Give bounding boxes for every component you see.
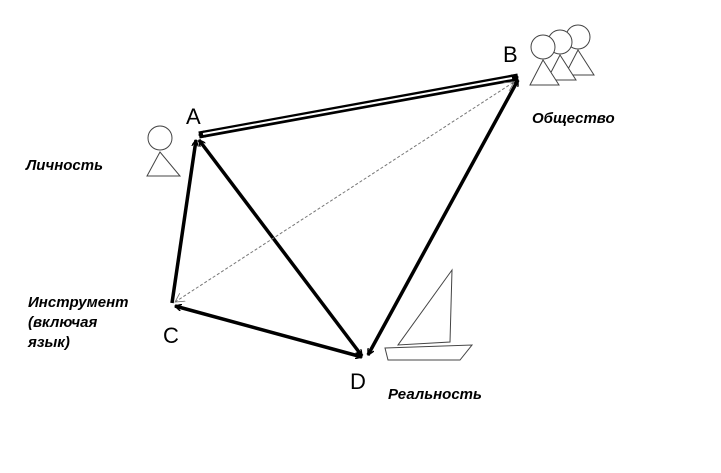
point-b-label: B: [503, 42, 518, 67]
point-a-label: A: [186, 104, 201, 129]
instrument-label-line-3: язык): [28, 334, 70, 351]
arrow-a-b: [199, 73, 518, 139]
sailboat-icon: [384, 268, 474, 361]
instrument-label-line-1: Инструмент: [28, 294, 129, 311]
arrow-c-a: [170, 140, 196, 304]
reality-label: Реальность: [388, 386, 482, 403]
person-icon: [146, 125, 182, 177]
instrument-label: Инструмент (включая язык): [28, 293, 128, 353]
society-label: Общество: [532, 110, 615, 127]
point-c-label: C: [163, 323, 179, 348]
dashed-arrow-c-b: [175, 82, 514, 302]
arrow-c-d: [175, 306, 362, 357]
society-icon: [529, 24, 595, 86]
arrow-a-d: [197, 140, 364, 356]
instrument-label-line-2: (включая: [28, 314, 98, 331]
person-label: Личность: [26, 157, 104, 174]
point-d-label: D: [350, 369, 366, 394]
